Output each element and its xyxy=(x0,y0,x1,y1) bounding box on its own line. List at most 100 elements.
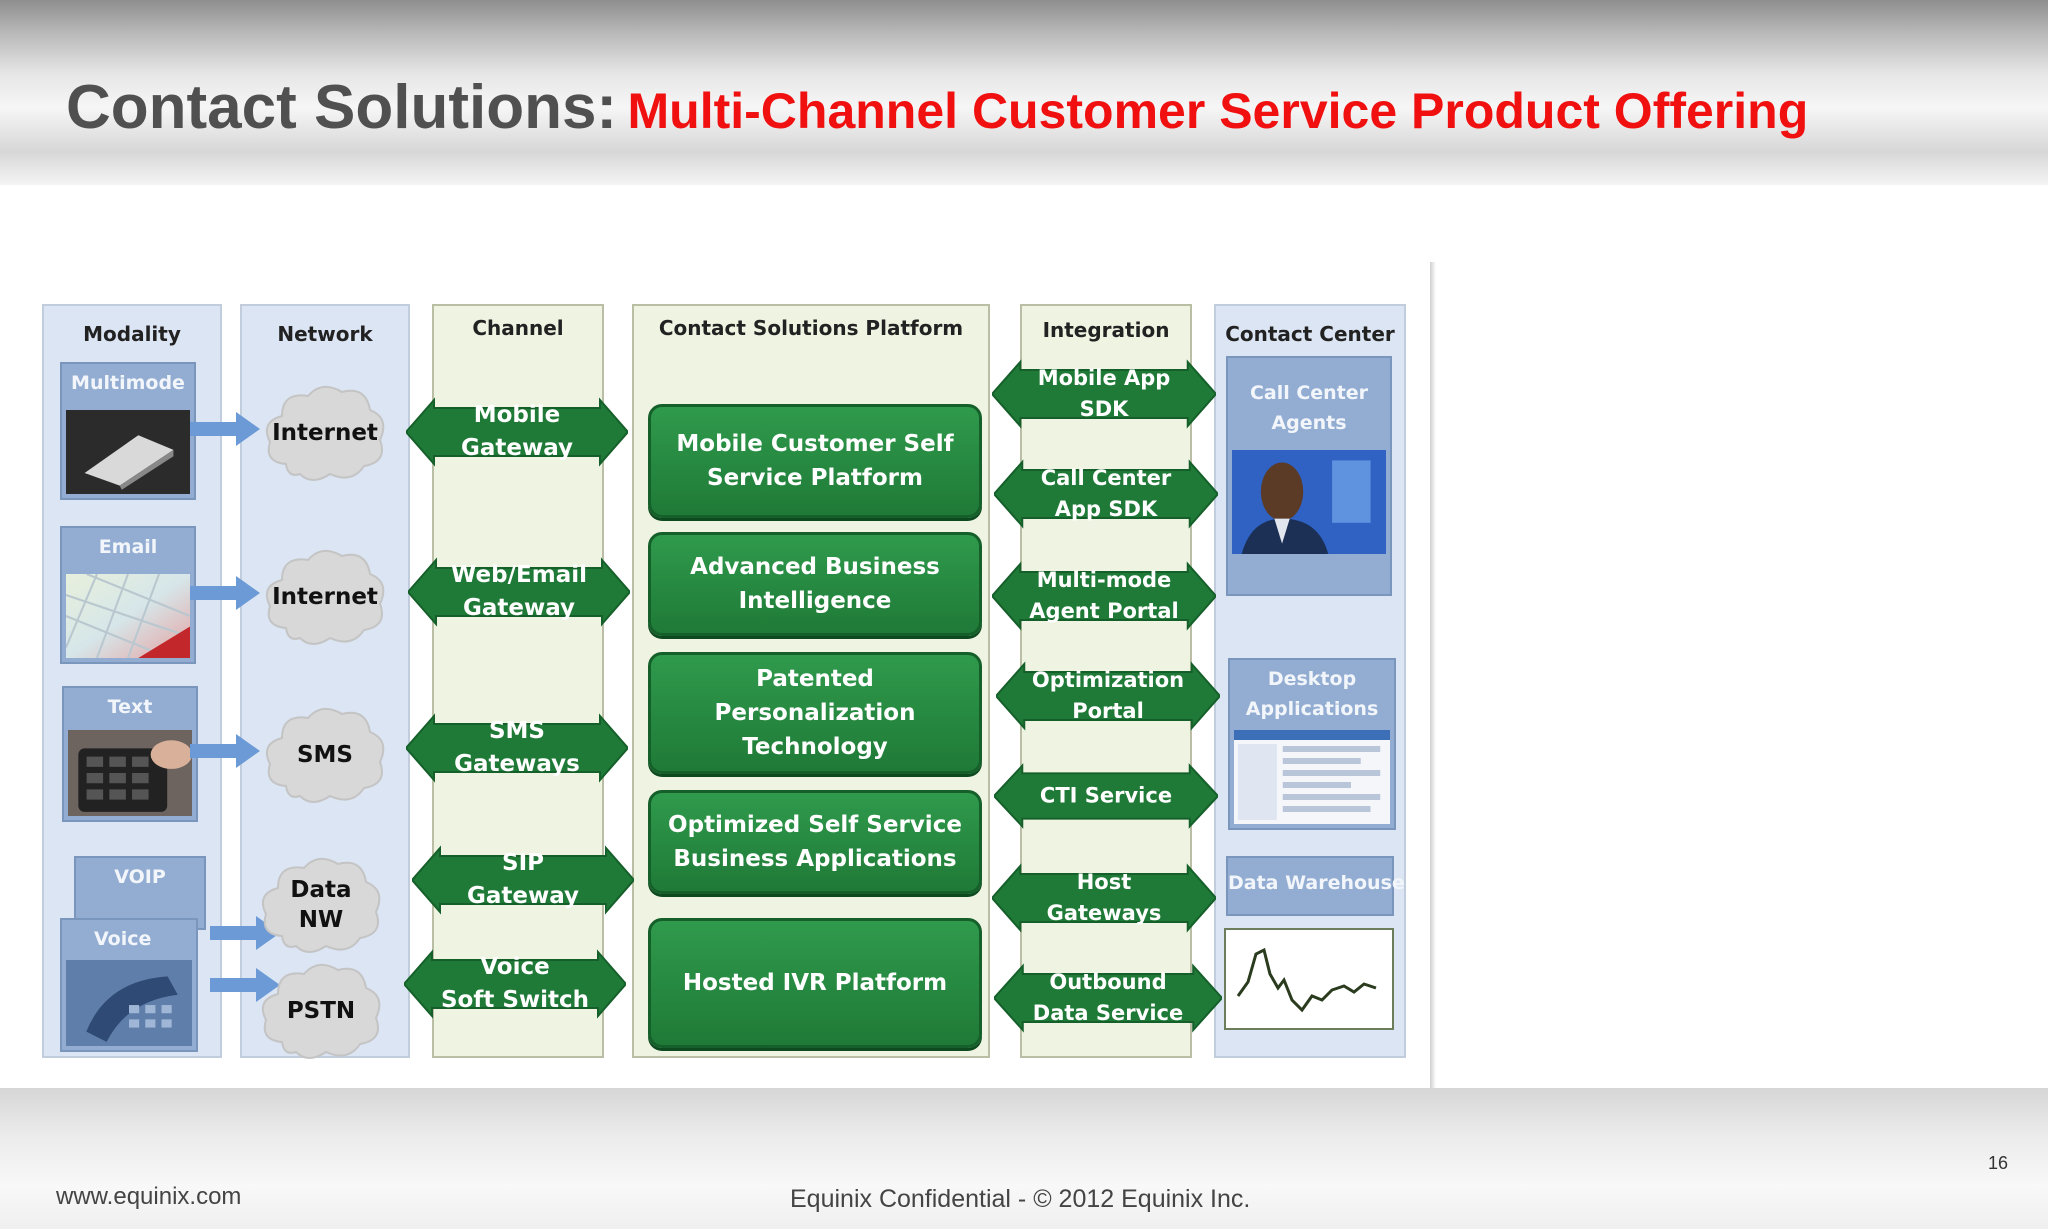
platform-mobile-self-service: Mobile Customer Self Service Platform xyxy=(648,404,982,518)
page-number: 16 xyxy=(1988,1153,2009,1173)
cloud-icon xyxy=(262,963,381,1059)
platform-label: Patented Personalization Technology xyxy=(714,666,916,760)
cloud-icon xyxy=(266,385,385,481)
contact-center-desktop-applications: Desktop Applications xyxy=(1228,658,1396,830)
double-arrow-icon xyxy=(412,845,634,915)
arrow-right-icon xyxy=(190,574,262,612)
network-label: SMS xyxy=(296,742,354,768)
network-cloud: Internet xyxy=(260,378,390,488)
column-header-channel: Channel xyxy=(472,316,564,340)
double-arrow-icon xyxy=(992,863,1216,933)
contact-center-label: Desktop Applications xyxy=(1245,668,1379,720)
channel-mobile-gateway: Mobile Gateway xyxy=(406,394,628,470)
slide-footer xyxy=(0,1088,2048,1229)
contact-center-data-warehouse: Data Warehouse xyxy=(1226,856,1405,916)
modality-tile-voip: VOIP xyxy=(74,856,206,930)
diagram-edge-shadow xyxy=(1430,262,1436,1102)
slide-title: Contact Solutions: Multi-Channel Custome… xyxy=(66,72,1808,143)
network-label: Internet xyxy=(272,420,378,446)
contact-center-label: Call Center Agents xyxy=(1249,382,1369,434)
integration-label: Call Center App SDK xyxy=(1040,466,1172,521)
integration-host-gateways: Host Gateways xyxy=(992,860,1216,936)
title-main: Contact Solutions: xyxy=(66,73,618,142)
desktop-screenshot-icon xyxy=(1234,730,1390,824)
cloud-icon xyxy=(262,857,381,953)
arrow-right-icon xyxy=(190,410,262,448)
column-header-integration: Integration xyxy=(1042,318,1170,342)
contact-center-label: Data Warehouse xyxy=(1228,872,1405,894)
integration-label: Mobile App SDK xyxy=(1037,366,1171,421)
channel-web-email-gateway: Web/Email Gateway xyxy=(408,554,630,630)
channel-label: SMS Gateways xyxy=(454,718,580,777)
integration-label: Host Gateways xyxy=(1046,870,1162,925)
double-arrow-icon xyxy=(994,963,1222,1033)
network-cloud: PSTN xyxy=(256,956,386,1066)
contact-center-call-center-agents: Call Center Agents xyxy=(1226,356,1392,596)
integration-multimode-agent-portal: Multi-mode Agent Portal xyxy=(992,558,1216,634)
platform-business-intelligence: Advanced Business Intelligence xyxy=(648,532,982,636)
double-arrow-icon xyxy=(406,397,628,467)
cloud-icon xyxy=(266,549,385,645)
network-cloud: Data NW xyxy=(256,850,386,960)
platform-label: Hosted IVR Platform xyxy=(682,970,948,996)
platform-hosted-ivr: Hosted IVR Platform xyxy=(648,918,982,1048)
cloud-icon xyxy=(266,707,385,803)
column-header-contact-center: Contact Center xyxy=(1225,322,1395,346)
channel-voice-soft-switch: Voice Soft Switch xyxy=(404,946,626,1022)
data-warehouse-chart-icon xyxy=(1224,928,1394,1030)
double-arrow-icon xyxy=(996,661,1220,731)
telephone-handset-icon xyxy=(66,960,192,1046)
double-arrow-icon xyxy=(994,763,1218,829)
arrow-right-icon xyxy=(210,914,282,952)
architecture-diagram: Modality Network Channel Contact Solutio… xyxy=(30,290,1410,1070)
column-header-platform: Contact Solutions Platform xyxy=(658,316,964,340)
modality-tile-text: Text xyxy=(62,686,198,822)
modality-tile-multimode: Multimode xyxy=(60,362,196,500)
channel-label: Mobile Gateway xyxy=(460,402,574,461)
modality-tile-email: Email xyxy=(60,526,196,664)
double-arrow-icon xyxy=(408,557,630,627)
tablet-device-icon xyxy=(66,410,190,494)
channel-label: Voice Soft Switch xyxy=(440,954,590,1013)
channel-label: SIP Gateway xyxy=(466,850,580,909)
keyboard-icon xyxy=(66,574,190,658)
channel-sms-gateways: SMS Gateways xyxy=(406,710,628,786)
channel-sip-gateway: SIP Gateway xyxy=(412,842,634,918)
network-label: Data NW xyxy=(290,877,352,933)
footer-url: www.equinix.com xyxy=(56,1183,242,1210)
phone-keypad-icon xyxy=(68,730,192,816)
integration-label: Optimization Portal xyxy=(1031,668,1185,723)
modality-label: Voice xyxy=(94,928,152,950)
modality-label: VOIP xyxy=(114,866,166,888)
double-arrow-icon xyxy=(994,459,1218,529)
platform-label: Advanced Business Intelligence xyxy=(690,554,940,614)
integration-label: CTI Service xyxy=(1039,783,1173,808)
double-arrow-icon xyxy=(404,949,626,1019)
network-cloud: Internet xyxy=(260,542,390,652)
double-arrow-icon xyxy=(992,561,1216,631)
integration-mobile-app-sdk: Mobile App SDK xyxy=(992,356,1216,432)
integration-label: Outbound Data Service xyxy=(1032,970,1184,1025)
modality-label: Multimode xyxy=(71,372,185,394)
platform-label: Mobile Customer Self Service Platform xyxy=(676,431,954,491)
column-header-modality: Modality xyxy=(83,322,181,346)
slide-header: Contact Solutions: Multi-Channel Custome… xyxy=(0,0,2048,185)
modality-tile-voice: Voice xyxy=(60,918,198,1052)
double-arrow-icon xyxy=(406,713,628,783)
agent-photo-icon xyxy=(1232,450,1386,554)
modality-label: Text xyxy=(107,696,153,718)
network-label: Internet xyxy=(272,584,378,610)
footer-confidential: Equinix Confidential - © 2012 Equinix In… xyxy=(790,1185,1251,1213)
platform-personalization: Patented Personalization Technology xyxy=(648,652,982,774)
integration-call-center-app-sdk: Call Center App SDK xyxy=(994,456,1218,532)
network-label: PSTN xyxy=(286,998,356,1024)
modality-label: Email xyxy=(98,536,158,558)
platform-self-service-apps: Optimized Self Service Business Applicat… xyxy=(648,790,982,894)
integration-optimization-portal: Optimization Portal xyxy=(996,658,1220,734)
column-header-network: Network xyxy=(277,322,373,346)
title-subtitle: Multi-Channel Customer Service Product O… xyxy=(627,83,1809,139)
arrow-right-icon xyxy=(190,732,262,770)
integration-outbound-data-service: Outbound Data Service xyxy=(994,960,1222,1036)
arrow-right-icon xyxy=(210,966,282,1004)
integration-label: Multi-mode Agent Portal xyxy=(1029,568,1179,623)
